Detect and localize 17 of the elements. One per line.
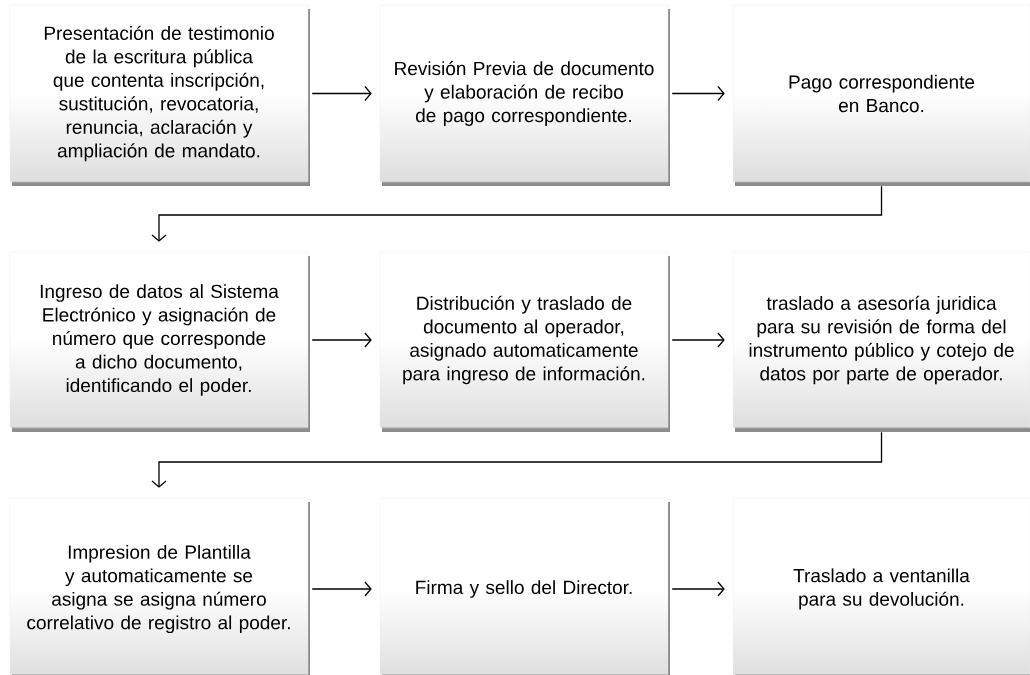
process-box: Impresion de Plantilla y automaticamente se asigna se asigna número correlativo de registro al poder. [9, 497, 310, 675]
process-box: Traslado a ventanilla para su devolución. [732, 497, 1030, 675]
process-box: Pago correspondiente en Banco. [732, 4, 1030, 186]
arrow [671, 85, 725, 102]
arrow [311, 581, 372, 597]
process-box: Revisión Previa de documento y elaboración de recibo de pago correspondiente. [379, 4, 670, 186]
arrow [671, 332, 725, 348]
process-box: traslado a asesoría juridica para su revisión de forma del instrumento público y cotejo de datos por parte de operador. [732, 251, 1030, 432]
arrow [671, 581, 725, 597]
process-box: Firma y sello del Director. [379, 497, 670, 675]
process-box: Presentación de testimonio de la escritura pública que contenta inscripción, sustitución, revocatoria, renuncia, aclaración y ampliación de mandato. [9, 4, 310, 186]
process-box: Ingreso de datos al Sistema Electrónico y asignación de número que corresponde a dicho documento, identificando el poder. [9, 251, 310, 432]
arrow [151, 185, 883, 242]
arrow [151, 431, 883, 488]
process-box: Distribución y traslado de documento al operador, asignado automaticamente para ingreso de información. [379, 251, 670, 432]
arrow [311, 85, 372, 102]
arrow [311, 332, 372, 348]
